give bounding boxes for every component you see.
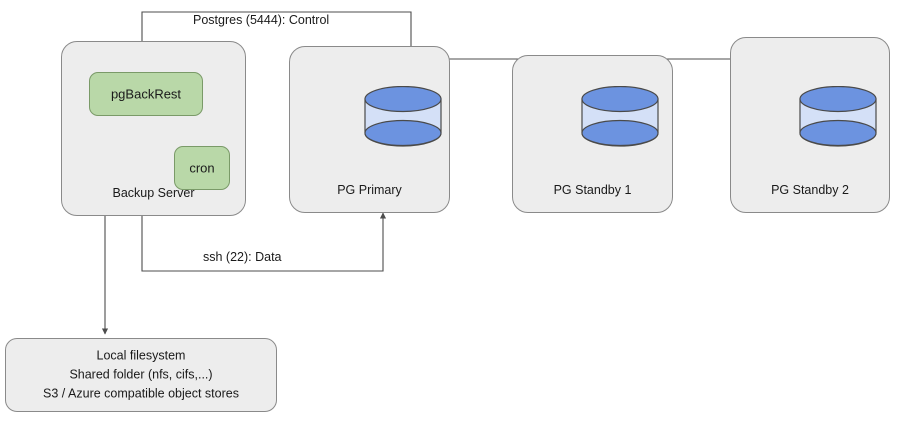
- database-cylinder-primary: [364, 86, 442, 147]
- node-cron[interactable]: cron: [174, 146, 230, 190]
- node-pg-standby-1-label: PG Standby 1: [553, 183, 632, 197]
- node-pgbackrest-label: pgBackRest: [110, 86, 182, 102]
- database-cylinder-standby-2: [799, 86, 877, 147]
- node-storage-targets[interactable]: Local filesystem Shared folder (nfs, cif…: [5, 338, 277, 412]
- node-storage-targets-label: Local filesystem Shared folder (nfs, cif…: [6, 347, 276, 404]
- database-cylinder-standby-1: [581, 86, 659, 147]
- node-cron-label: cron: [189, 160, 215, 176]
- storage-line-2: Shared folder (nfs, cifs,...): [69, 367, 213, 382]
- node-backup-server-label: Backup Server: [112, 186, 195, 200]
- node-pg-standby-2-label: PG Standby 2: [771, 183, 849, 197]
- node-pg-primary-label: PG Primary: [337, 183, 402, 197]
- storage-line-1: Local filesystem: [96, 348, 186, 363]
- edge-label-control: Postgres (5444): Control: [190, 13, 333, 28]
- storage-line-3: S3 / Azure compatible object stores: [43, 386, 239, 401]
- edge-label-ssh-data: ssh (22): Data: [200, 250, 285, 265]
- node-pgbackrest[interactable]: pgBackRest: [89, 72, 203, 116]
